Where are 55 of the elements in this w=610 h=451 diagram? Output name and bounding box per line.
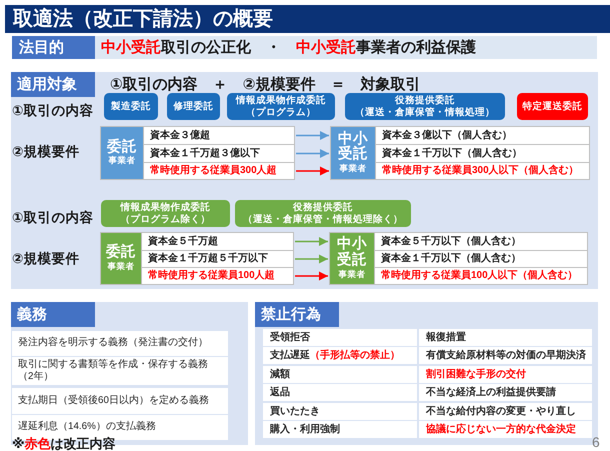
table-cell: 不当な給付内容の変更・やり直し (419, 402, 592, 420)
party-label: 中小受託 (337, 132, 369, 164)
arrow (296, 131, 329, 140)
table-cell: 受領拒否 (263, 329, 417, 346)
category-box: 情報成果物作成委託（プログラム除く） (101, 200, 230, 227)
category-box: 役務提供委託（運送・倉庫保管・情報処理除く） (235, 200, 411, 227)
party-sublabel: 事業者 (108, 260, 134, 272)
table-cell: 割引困難な手形の交付 (419, 366, 592, 383)
table-cell: 協議に応じない一方的な代金決定 (419, 421, 592, 438)
party-sublabel: 事業者 (340, 163, 366, 174)
heading-tab: 適用対象 (11, 72, 95, 97)
duty-item: 発注内容を明示する義務（発注書の交付） (12, 331, 228, 356)
category-box: 情報成果物作成委託（プログラム） (227, 93, 335, 120)
category-box: 特定運送委託 (517, 93, 588, 120)
heading-tab: 禁止行為 (255, 302, 339, 327)
party-label: 委託 (107, 140, 137, 156)
purpose-text: 中小受託取引の公正化 ・ 中小受託事業者の利益保護 (101, 38, 476, 58)
table-cell: 購入・利用強制 (263, 421, 417, 438)
heading-tab: 義務 (11, 302, 95, 327)
party-sublabel: 事業者 (108, 155, 136, 166)
requirement-table (330, 126, 590, 180)
category-box: 修理委託 (167, 93, 220, 120)
table-cell: 有償支給原材料等の対価の早期決済 (419, 347, 592, 364)
duty-item: 支払期日（受領後60日以内）を定める義務 (12, 388, 228, 414)
category-box: 役務提供委託（運送・倉庫保管・情報処理） (345, 93, 505, 120)
page-number: 6 (592, 434, 600, 450)
title-banner: 取適法（改正下請法）の概要 (5, 5, 610, 33)
row-label: ②規模要件 (12, 144, 80, 160)
scope-panel (11, 72, 598, 289)
table-cell: 減額 (263, 366, 417, 383)
arrow (296, 149, 329, 158)
table-cell: 支払遅延（手形払等の禁止） (263, 347, 417, 364)
row-label: ②規模要件 (12, 251, 80, 267)
arrow (295, 272, 328, 280)
purpose-band (12, 36, 597, 59)
duty-item: 取引に関する書類等を作成・保存する義務（2年） (12, 357, 228, 385)
party-label: 委託 (106, 245, 136, 261)
requirement-table (329, 232, 588, 285)
category-box: 製造委託 (104, 93, 158, 120)
party-label: 中小受託 (336, 237, 368, 269)
table-cell: 不当な経済上の利益提供要請 (419, 384, 592, 402)
arrow (295, 237, 328, 246)
row-label: ①取引の内容 (12, 210, 94, 226)
footnote: ※赤色は改正内容 (12, 437, 116, 451)
equation-heading: ①取引の内容 ＋ ②規模要件 ＝ 対象取引 (110, 75, 420, 94)
table-cell: 返品 (263, 384, 417, 402)
arrow (295, 254, 328, 264)
requirement-table (100, 126, 295, 180)
arrow (296, 166, 329, 176)
row-label: ①取引の内容 (12, 103, 94, 119)
heading-tab: 法目的 (12, 36, 95, 59)
party-sublabel: 事業者 (338, 268, 366, 280)
requirement-table (100, 232, 294, 285)
table-cell: 報復措置 (419, 329, 592, 346)
table-cell: 買いたたき (263, 402, 417, 420)
